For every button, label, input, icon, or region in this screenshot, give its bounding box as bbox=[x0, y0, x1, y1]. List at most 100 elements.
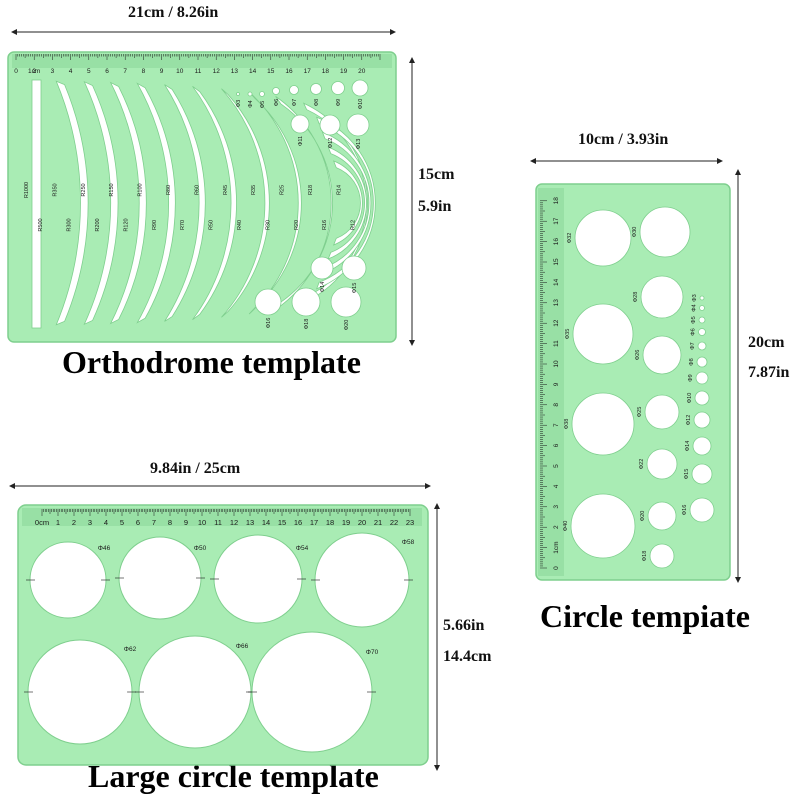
ruler-number: 7 bbox=[553, 423, 560, 427]
ruler-number: 3 bbox=[88, 518, 92, 527]
ruler-number: 9 bbox=[160, 68, 164, 75]
ruler-number: 2 bbox=[553, 525, 560, 529]
circle-label: Φ66 bbox=[236, 643, 249, 650]
ruler-number: 14 bbox=[553, 278, 560, 286]
arc-cutout bbox=[109, 81, 147, 325]
ruler-number: 4 bbox=[104, 518, 108, 527]
circle-label: Φ20 bbox=[344, 320, 350, 331]
circle-cutout bbox=[699, 305, 705, 311]
arc-cutout bbox=[332, 160, 363, 246]
circle-cutout bbox=[640, 275, 684, 319]
ruler-number: 19 bbox=[342, 518, 350, 527]
circle-cutout bbox=[571, 392, 635, 456]
ruler-number: 2 bbox=[32, 68, 36, 75]
ruler-number: 6 bbox=[136, 518, 140, 527]
circle-cutout bbox=[646, 448, 678, 480]
circle-cutout bbox=[254, 288, 282, 316]
circle-cutout bbox=[213, 534, 303, 624]
arc-label: R12 bbox=[351, 220, 357, 230]
arc-cutout bbox=[83, 80, 119, 326]
circle-label: Φ18 bbox=[304, 319, 310, 330]
circle-cutout bbox=[314, 532, 410, 628]
circle-label: Φ6 bbox=[274, 99, 280, 106]
circle-cutout bbox=[291, 287, 321, 317]
ruler-number: 13 bbox=[231, 68, 239, 75]
arc-label: R1000 bbox=[24, 182, 30, 198]
circle-label: Φ9 bbox=[336, 99, 342, 106]
ruler-number: 14 bbox=[262, 518, 270, 527]
ruler-number: 3 bbox=[553, 505, 560, 509]
circle-label: Φ16 bbox=[682, 505, 688, 516]
ruler-number: 15 bbox=[278, 518, 286, 527]
ruler-number: 10 bbox=[198, 518, 206, 527]
ruler-number: 9 bbox=[553, 382, 560, 386]
circle-cutout bbox=[695, 371, 709, 385]
ruler-number: 16 bbox=[294, 518, 302, 527]
circle-cutout bbox=[696, 356, 708, 368]
circle-template-ruler-ticks bbox=[540, 200, 547, 569]
arc-label: R80 bbox=[166, 185, 172, 195]
circle-cutout bbox=[572, 303, 634, 365]
ruler-number: 12 bbox=[213, 68, 221, 75]
circle-template-caption: Circle tempiate bbox=[540, 598, 750, 634]
ruler-number: 15 bbox=[553, 258, 560, 266]
large-circle-height-cm-label: 14.4cm bbox=[443, 648, 492, 665]
circle-cutout bbox=[644, 394, 680, 430]
circle-cutout bbox=[290, 114, 310, 134]
ruler-number: 11 bbox=[214, 518, 222, 527]
arc-label: R70 bbox=[180, 220, 186, 230]
ruler-number: 8 bbox=[168, 518, 172, 527]
arc-label: R16 bbox=[322, 220, 328, 230]
circle-cutout bbox=[574, 209, 632, 267]
circle-label: Φ38 bbox=[564, 419, 570, 430]
ruler-number: 0 bbox=[14, 68, 18, 75]
arc-label: R14 bbox=[336, 185, 342, 195]
ruler-number: 6 bbox=[105, 68, 109, 75]
circle-cutout bbox=[694, 390, 710, 406]
ruler-number: 7 bbox=[152, 518, 156, 527]
arc-label: R18 bbox=[308, 185, 314, 195]
circle-cutout bbox=[689, 497, 715, 523]
circle-cutout bbox=[642, 335, 682, 375]
circle-label: Φ10 bbox=[358, 99, 364, 110]
arc-label: R250 bbox=[81, 183, 87, 196]
circle-template-plate bbox=[535, 183, 731, 581]
arc-label: R90 bbox=[152, 220, 158, 230]
circle-cutout bbox=[649, 543, 675, 569]
ruler-number: 5 bbox=[87, 68, 91, 75]
circle-cutout bbox=[698, 328, 706, 336]
circle-label: Φ8 bbox=[314, 99, 320, 106]
circle-cutout bbox=[639, 206, 691, 258]
circle-label: Φ5 bbox=[260, 101, 266, 108]
orthodrome-arc-labels: R1000R500R350R300R250R200R150R120R100R90… bbox=[24, 182, 357, 232]
ruler-number: 16 bbox=[285, 68, 293, 75]
orthodrome-height-cm-label: 15cm bbox=[418, 166, 455, 183]
ruler-number: 4 bbox=[69, 68, 73, 75]
circle-label: Φ14 bbox=[320, 282, 326, 293]
circle-cutout bbox=[289, 85, 299, 95]
arc-label: R100 bbox=[138, 183, 144, 196]
arc-cutout bbox=[275, 96, 333, 310]
ruler-number: 17 bbox=[310, 518, 318, 527]
ruler-number: 8 bbox=[553, 403, 560, 407]
arc-label: R50 bbox=[209, 220, 215, 230]
circle-label: Φ5 bbox=[691, 316, 697, 323]
arc-cutout bbox=[327, 146, 367, 260]
circle-cutout bbox=[570, 493, 636, 559]
arc-label: R25 bbox=[280, 185, 286, 195]
circle-template-circle-cutouts bbox=[570, 206, 715, 569]
arc-cutout bbox=[136, 82, 176, 324]
circle-cutout bbox=[29, 541, 107, 619]
ruler-number: 18 bbox=[326, 518, 334, 527]
arc-label: R60 bbox=[194, 185, 200, 195]
circle-label: Φ14 bbox=[685, 441, 691, 452]
large-circle-width-label: 9.84in / 25cm bbox=[150, 460, 241, 477]
ruler-number: 0 bbox=[553, 566, 560, 570]
circle-label: Φ15 bbox=[684, 469, 690, 480]
circle-label: Φ25 bbox=[637, 407, 643, 418]
circle-template-height-in-label: 7.87in bbox=[748, 364, 790, 381]
